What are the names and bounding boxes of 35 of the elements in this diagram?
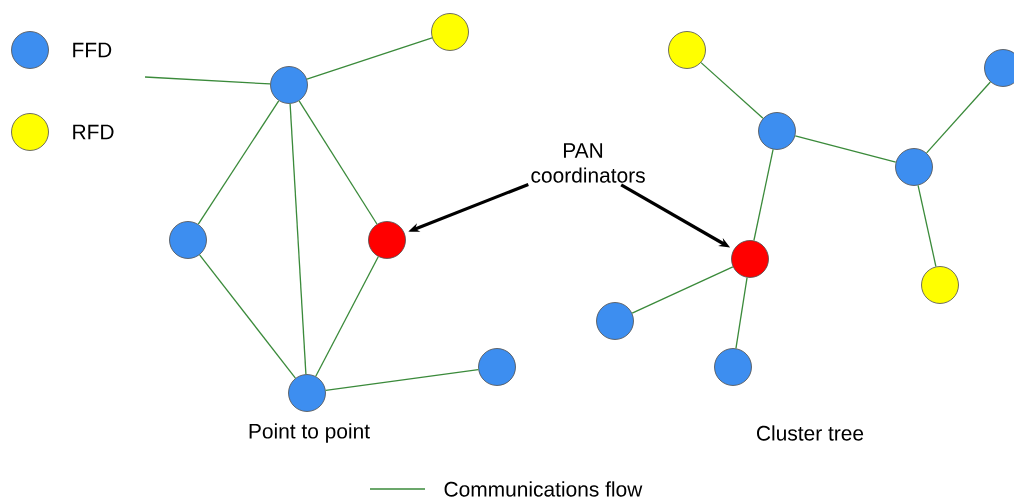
link-line	[298, 100, 378, 225]
link-line	[631, 266, 734, 314]
legend-text: Communications flow	[444, 481, 643, 497]
link-line	[306, 37, 433, 80]
device-circle	[758, 112, 796, 150]
device-circle	[895, 148, 933, 186]
callout-text: PAN coordinators	[531, 143, 645, 183]
legend-text: RFD	[73, 124, 114, 140]
link-line	[144, 76, 271, 85]
link-line	[926, 81, 991, 154]
device-circle	[431, 13, 469, 51]
device-circle	[270, 66, 308, 104]
device-circle	[984, 49, 1014, 87]
link-line	[315, 256, 379, 377]
link-line	[197, 100, 280, 225]
link-line	[325, 368, 479, 392]
device-circle	[921, 266, 959, 304]
device-circle	[478, 348, 516, 386]
legend-text: FFD	[73, 42, 112, 58]
link-line	[794, 135, 897, 163]
device-circle	[288, 374, 326, 412]
device-circle	[169, 221, 207, 259]
caption-text: Point to point	[249, 423, 370, 443]
link-line	[917, 184, 937, 268]
device-circle	[668, 31, 706, 69]
device-circle	[731, 240, 769, 278]
link-line	[735, 277, 748, 349]
link-line	[289, 103, 307, 375]
device-circle	[368, 221, 406, 259]
device-circle	[714, 348, 752, 386]
caption-text: Cluster tree	[757, 425, 864, 441]
link-line	[700, 62, 764, 119]
device-circle	[596, 302, 634, 340]
link-line	[753, 148, 774, 242]
link-line	[198, 254, 297, 379]
